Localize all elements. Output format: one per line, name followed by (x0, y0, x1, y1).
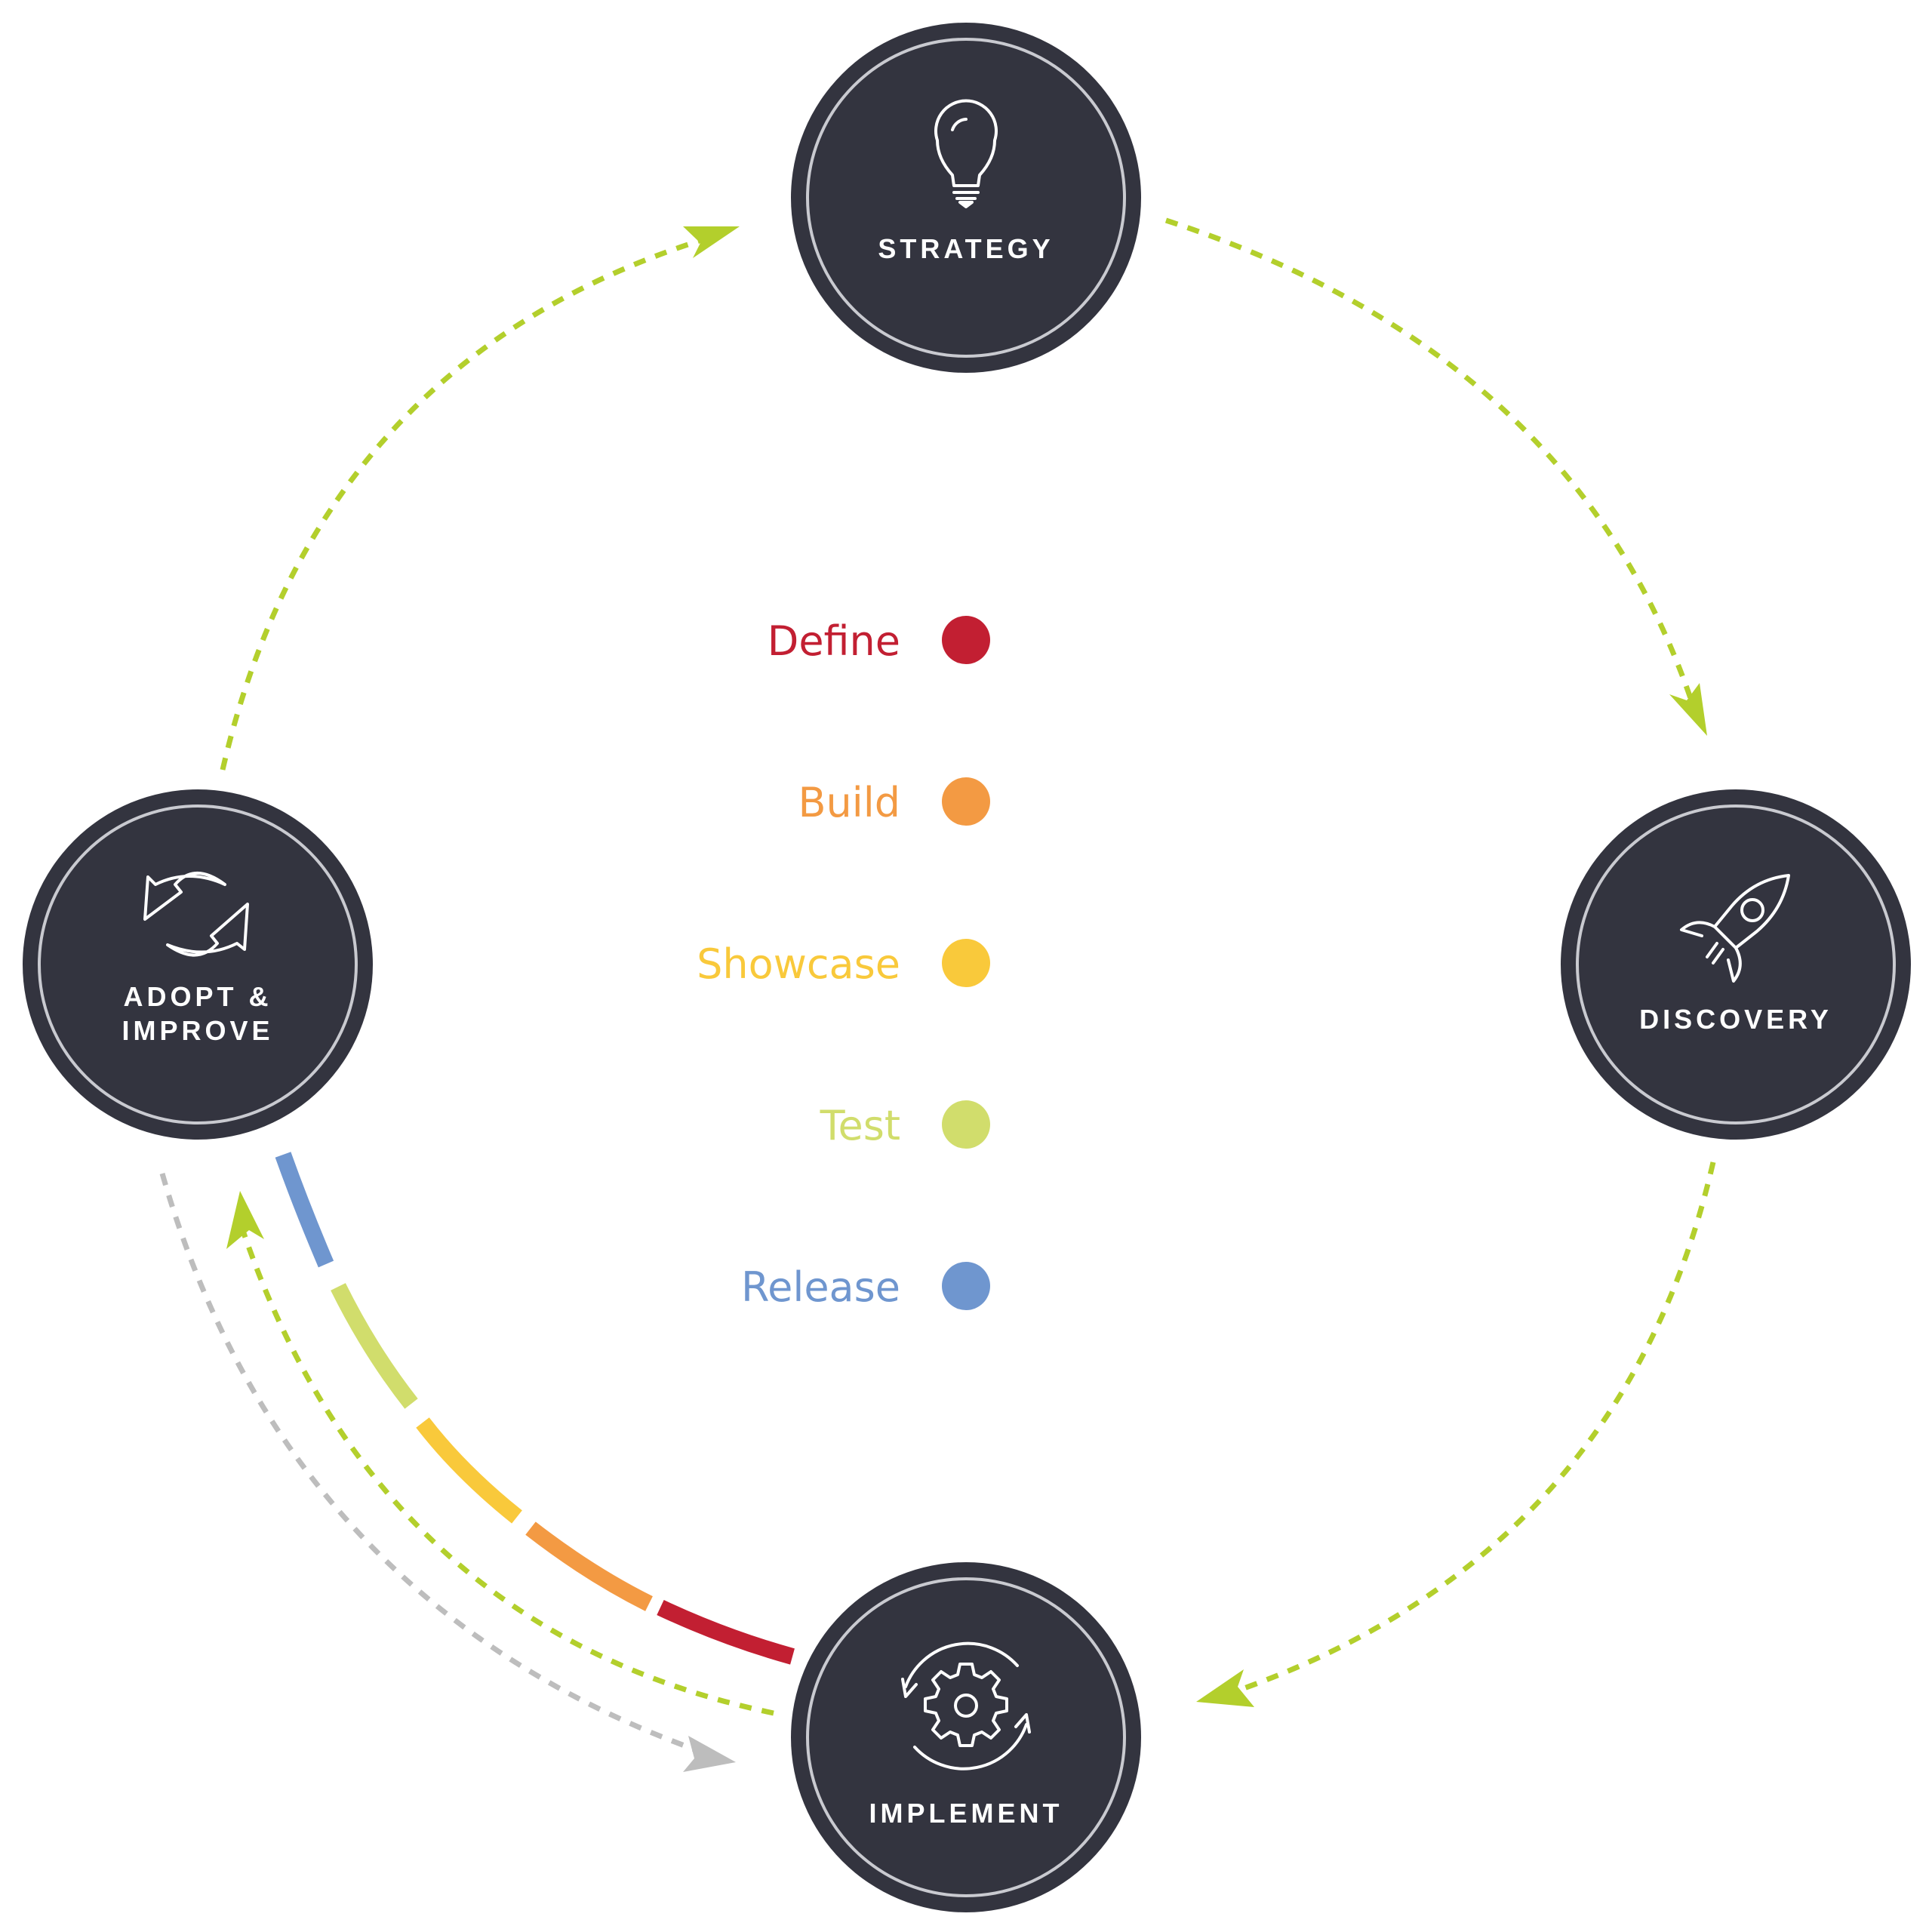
node-ring (1576, 804, 1896, 1124)
legend-item-test: Test (820, 1100, 990, 1149)
node-implement: IMPLEMENT (791, 1562, 1141, 1912)
node-label: DISCOVERY (1639, 1004, 1832, 1035)
arrow-implement-to-adopt (238, 1225, 774, 1716)
legend-label: Define (768, 617, 900, 665)
node-strategy: STRATEGY (791, 23, 1141, 373)
gear-cycle-icon (901, 1641, 1031, 1770)
arrowhead-to-strategy (683, 226, 740, 258)
arrow-adopt-to-strategy (220, 237, 703, 771)
node-circle (1561, 789, 1911, 1140)
legend-dot (942, 1262, 990, 1310)
node-ring (806, 38, 1126, 358)
arrowhead-to-implement-grey (683, 1736, 736, 1772)
legend-label: Build (798, 779, 900, 826)
node-adopt-improve: ADOPT & IMPROVE (23, 789, 373, 1140)
legend-dot (942, 777, 990, 826)
legend-label: Release (741, 1263, 900, 1311)
arrowhead-to-implement (1196, 1669, 1254, 1707)
legend-dot (942, 1100, 990, 1149)
arrow-strategy-to-discovery (1164, 217, 1697, 711)
legend-item-showcase: Showcase (697, 939, 990, 988)
segment-release (275, 1152, 334, 1268)
node-circle (23, 789, 373, 1140)
arrowheads (226, 226, 1707, 1772)
node-label: IMPLEMENT (869, 1798, 1063, 1829)
legend-label: Showcase (697, 940, 900, 988)
legend-dot (942, 616, 990, 664)
segment-showcase (416, 1417, 522, 1524)
segment-define (657, 1600, 795, 1665)
arrowhead-to-adopt (226, 1191, 264, 1249)
lightbulb-icon (934, 99, 998, 208)
legend-label: Test (820, 1102, 900, 1149)
segment-test (331, 1283, 418, 1409)
refresh-arrows-icon (143, 872, 249, 957)
legend-item-build: Build (798, 777, 990, 826)
node-ring (806, 1577, 1126, 1897)
arrowhead-to-discovery (1669, 683, 1707, 736)
node-ring (38, 804, 358, 1124)
node-label: STRATEGY (878, 233, 1054, 264)
arrow-discovery-to-implement (1236, 1161, 1716, 1694)
node-discovery: DISCOVERY (1561, 789, 1911, 1140)
segment-build (525, 1521, 653, 1611)
legend-item-release: Release (741, 1262, 990, 1311)
legend-item-define: Define (768, 616, 990, 665)
rocket-icon (1680, 874, 1790, 983)
cycle-arrows (159, 217, 1716, 1758)
legend: Define Build Showcase Test Release (697, 616, 990, 1311)
node-label: IMPROVE (122, 1015, 273, 1046)
node-circle (791, 1562, 1141, 1912)
arrow-adopt-to-implement-grey (159, 1173, 711, 1758)
legend-dot (942, 939, 990, 987)
phase-segments (275, 1152, 795, 1665)
node-label: ADOPT & (124, 981, 272, 1012)
